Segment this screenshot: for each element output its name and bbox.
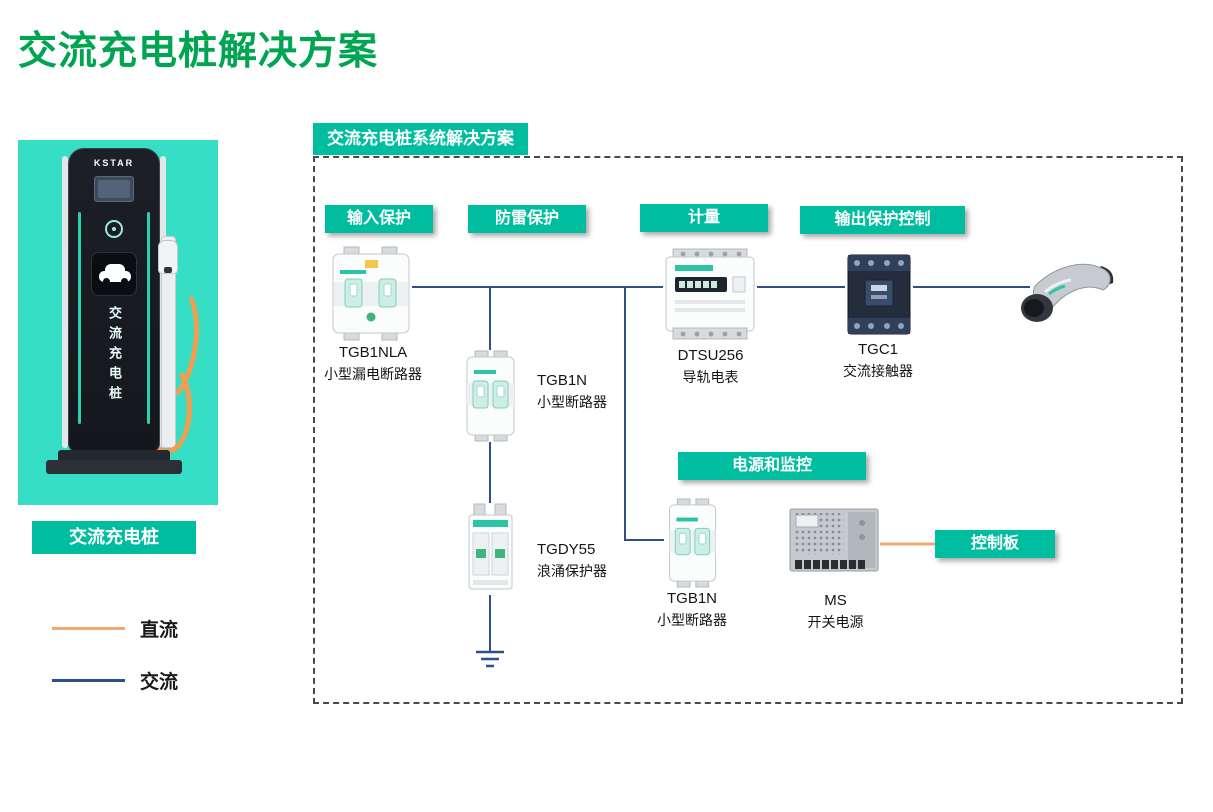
legend-ac-line-swatch (52, 679, 125, 682)
label-tgb1nla: TGB1NLA 小型漏电断路器 (293, 342, 453, 384)
label-tgb1n-1: TGB1N 小型断路器 (537, 370, 667, 412)
model-desc: 浪涌保护器 (537, 562, 607, 579)
badge-output-protection-control: 输出保护控制 (800, 206, 965, 234)
dtsu256-meter-image (663, 248, 757, 340)
model-desc: 开关电源 (807, 613, 864, 630)
charger-brand-label: KSTAR (93, 158, 135, 168)
pile-base-top (58, 450, 170, 462)
charger-vertical-label: 交流充电桩 (107, 306, 122, 406)
badge-control-board: 控制板 (935, 530, 1055, 558)
pile-teal-stripe-left (78, 212, 81, 424)
page-title: 交流充电桩解决方案 (18, 30, 379, 73)
legend-dc-line-swatch (52, 627, 125, 630)
pile-teal-stripe-right (147, 212, 150, 424)
docked-gun-tip (164, 267, 172, 273)
label-ms: MS 开关电源 (788, 590, 883, 632)
model-desc: 导轨电表 (682, 368, 739, 385)
car-icon-body (99, 271, 131, 282)
tgb1n-breaker-image (462, 350, 519, 442)
tgc1-contactor-image (845, 252, 913, 337)
label-tgdy55: TGDY55 浪涌保护器 (537, 539, 677, 581)
pile-base-bottom (46, 460, 182, 474)
model-name: TGB1N (666, 590, 717, 607)
tgdy55-surge-protector-image (462, 503, 519, 595)
model-name: TGC1 (857, 341, 898, 358)
badge-input-protection: 输入保护 (325, 205, 433, 233)
nfc-reader-icon (105, 220, 123, 238)
diagram-border (313, 156, 1183, 704)
label-dtsu256: DTSU256 导轨电表 (638, 345, 783, 387)
ms-power-supply-image (788, 505, 880, 580)
model-name: TGB1NLA (338, 344, 408, 361)
charging-gun-image (1015, 248, 1120, 333)
car-icon-panel (91, 252, 137, 296)
nfc-dot (112, 227, 116, 231)
pile-screen-glass (98, 180, 130, 198)
car-icon (105, 264, 125, 274)
car-icon-wheel-2 (121, 278, 128, 285)
car-icon-wheel (103, 278, 110, 285)
badge-power-and-monitoring: 电源和监控 (678, 452, 866, 480)
diagram-header-badge: 交流充电桩系统解决方案 (313, 123, 528, 155)
model-desc: 交流接触器 (843, 362, 913, 379)
model-name: DTSU256 (677, 347, 744, 364)
model-name: TGB1N (537, 372, 588, 389)
model-name: MS (824, 592, 847, 609)
model-desc: 小型断路器 (657, 611, 727, 628)
pile-rail-left (62, 156, 68, 448)
model-desc: 小型断路器 (537, 393, 607, 410)
label-tgb1n-2: TGB1N 小型断路器 (632, 588, 752, 630)
model-name: TGDY55 (537, 541, 596, 558)
legend-label-dc: 直流 (140, 620, 179, 641)
label-tgc1: TGC1 交流接触器 (808, 339, 948, 381)
tgb1n-breaker-2-image (664, 498, 721, 588)
badge-metering: 计量 (640, 204, 768, 232)
legend-label-ac: 交流 (140, 672, 179, 693)
badge-lightning-protection: 防雷保护 (468, 205, 586, 233)
pile-screen (94, 176, 134, 202)
charger-photo-panel: KSTAR 交流充电桩 (18, 140, 218, 505)
charger-caption-badge: 交流充电桩 (32, 521, 196, 554)
tgb1nla-leakage-breaker-image (330, 246, 412, 341)
docked-gun (158, 240, 178, 274)
model-desc: 小型漏电断路器 (324, 365, 422, 382)
